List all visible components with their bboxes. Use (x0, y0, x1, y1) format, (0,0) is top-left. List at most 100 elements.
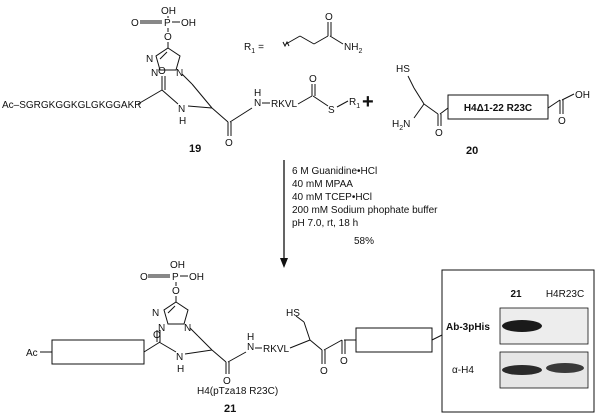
product-name: H4(pTza18 R23C) (197, 386, 278, 397)
o-label: O (223, 376, 231, 387)
h-atom: H (247, 332, 254, 343)
n-atom: N (146, 54, 153, 65)
h-atom: H (179, 116, 186, 127)
bond (189, 327, 199, 337)
o-label: O (320, 366, 328, 377)
r1-lhs: R1= (244, 42, 264, 55)
o-label: O (558, 116, 566, 127)
n-atom: N (254, 98, 261, 109)
n-atom: N (176, 352, 183, 363)
blot-band (546, 363, 584, 373)
compound-21: OH O P OH O N N N Ac O N H O N H R (26, 260, 471, 415)
o-label: O (172, 286, 180, 297)
oh-label: OH (181, 18, 196, 29)
protein-box-left (51, 339, 145, 365)
bond (309, 339, 323, 351)
condition-line: pH 7.0, rt, 18 h (292, 218, 358, 229)
n-atom: N (176, 68, 183, 79)
bond (297, 95, 313, 105)
blot-band (502, 320, 542, 332)
oh-label: OH (575, 90, 590, 101)
peptide-sequence: Ac–SGRGKGGKGLGKGGAKR (2, 100, 141, 111)
compound-20: HS H2N O H4Δ1-22 R23C O OH 20 (392, 64, 590, 157)
bond (211, 107, 229, 123)
row-label-ab-3phis: Ab-3pHis (446, 322, 490, 333)
arrow-head (280, 258, 288, 268)
o-label: O (309, 74, 317, 85)
n-atom: N (158, 323, 165, 334)
o-label: O (325, 12, 333, 23)
bond (184, 349, 213, 355)
rkvl-sequence: RKVL (263, 344, 290, 355)
o-label: O (140, 272, 148, 283)
bond (289, 339, 311, 349)
compound-19: OH O P OH O N N N Ac–SGRGKGGKGLGKGGAKR O… (2, 6, 360, 155)
bond (313, 35, 329, 45)
o-label: O (153, 330, 161, 341)
hs-group: HS (286, 308, 300, 319)
n-atom: N (184, 323, 191, 334)
bond (159, 51, 168, 60)
bond (137, 89, 163, 105)
triazole-ring (155, 47, 181, 71)
reaction-arrow (280, 160, 288, 268)
condition-line: 200 mM Sodium phophate buffer (292, 205, 438, 216)
s-atom: S (328, 105, 335, 116)
bond (413, 87, 425, 105)
o-label: O (164, 32, 172, 43)
o-label: O (158, 66, 166, 77)
o-label: O (225, 138, 233, 149)
bond (413, 103, 425, 119)
n-atom: N (152, 308, 159, 319)
plus-sign: + (362, 91, 374, 113)
r1-definition: R1= O NH2 (244, 12, 362, 55)
h-atom: H (177, 364, 184, 375)
condition-line: 40 mM MPAA (292, 179, 353, 190)
o-label: O (435, 128, 443, 139)
compound-label-21: 21 (224, 403, 236, 415)
bond (229, 107, 253, 123)
p-atom: P (164, 18, 171, 29)
blot-band (502, 365, 542, 375)
bond (336, 100, 349, 108)
condition-line: 6 M Guanidine•HCl (292, 166, 377, 177)
bond (407, 75, 415, 89)
bond (323, 339, 343, 351)
bond (197, 335, 213, 351)
o-label: O (340, 356, 348, 367)
bond (211, 349, 227, 363)
protein-box-label: H4Δ1-22 R23C (464, 103, 532, 114)
r1-group: R1 (349, 97, 360, 110)
compound-label-19: 19 (189, 143, 201, 155)
bond (191, 83, 213, 109)
p-atom: P (172, 272, 179, 283)
n-atom: N (247, 342, 254, 353)
bond (295, 315, 305, 323)
bond (158, 341, 177, 353)
bond (227, 351, 247, 363)
bond (285, 35, 301, 45)
oh-label: OH (161, 6, 176, 17)
hs-group: HS (396, 64, 410, 75)
bond (181, 73, 193, 85)
n-atom: N (151, 68, 158, 79)
h2n-group: H2N (392, 119, 410, 132)
nh2-group: NH2 (344, 42, 362, 55)
oh-label: OH (189, 272, 204, 283)
yield-label: 58% (354, 236, 374, 247)
bond (439, 107, 449, 115)
lane-label-21: 21 (510, 289, 522, 300)
lane-label-h4r23c: H4R23C (546, 289, 584, 300)
oh-label: OH (170, 260, 185, 271)
o-label: O (131, 18, 139, 29)
ac-group: Ac (26, 348, 38, 359)
rkvl-sequence: RKVL (271, 99, 298, 110)
triazole-ring (163, 301, 189, 325)
n-atom: N (178, 104, 185, 115)
compound-label-20: 20 (466, 145, 478, 157)
western-blot-panel: 21 H4R23C Ab-3pHis α-H4 (441, 269, 595, 413)
reaction-conditions: 6 M Guanidine•HCl 40 mM MPAA 40 mM TCEP•… (292, 166, 438, 247)
protein-box-right (355, 327, 433, 353)
